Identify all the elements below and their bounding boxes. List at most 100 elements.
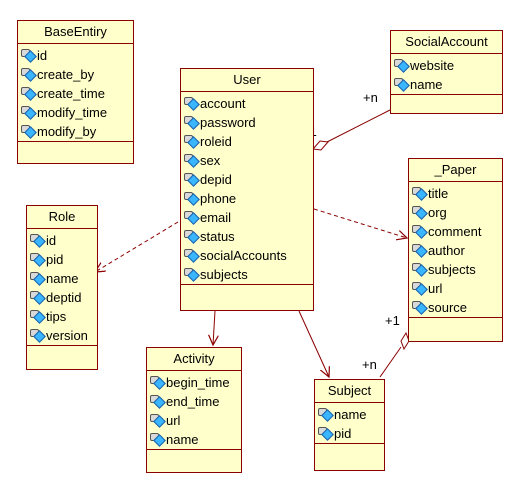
- attribute: subjects: [411, 260, 502, 279]
- attribute: pid: [317, 424, 384, 443]
- association-user-activity: [213, 310, 215, 345]
- attribute-list: name pid: [315, 403, 384, 444]
- dependency-user-role: [95, 221, 179, 272]
- private-attribute-icon: [20, 49, 37, 63]
- attribute: roleid: [183, 132, 313, 151]
- attribute: comment: [411, 222, 502, 241]
- attribute: author: [411, 241, 502, 260]
- class-activity[interactable]: Activity begin_time end_time url name: [146, 347, 242, 473]
- private-attribute-icon: [20, 68, 37, 82]
- private-attribute-icon: [183, 116, 200, 130]
- attribute-label: id: [46, 233, 57, 248]
- attribute: name: [149, 430, 241, 449]
- private-attribute-icon: [183, 230, 200, 244]
- attribute-label: subjects: [200, 267, 248, 282]
- class-title: User: [181, 69, 313, 92]
- private-attribute-icon: [411, 187, 428, 201]
- attribute-list: account password roleid sex depid phone …: [181, 92, 313, 285]
- private-attribute-icon: [20, 125, 37, 139]
- class-title: _Paper: [409, 159, 502, 182]
- attribute-label: tips: [46, 309, 67, 324]
- private-attribute-icon: [183, 173, 200, 187]
- attribute-label: org: [428, 205, 447, 220]
- private-attribute-icon: [183, 135, 200, 149]
- aggregation-user-social: [324, 109, 391, 144]
- attribute: tips: [29, 307, 97, 326]
- attribute-label: end_time: [166, 394, 220, 409]
- attribute: account: [183, 94, 313, 113]
- private-attribute-icon: [149, 376, 166, 390]
- attribute: create_time: [20, 84, 133, 103]
- private-attribute-icon: [149, 395, 166, 409]
- dependency-user-paper: [313, 208, 407, 238]
- multiplicity-paper-subject-subject: +n: [362, 357, 377, 372]
- private-attribute-icon: [183, 192, 200, 206]
- attribute: name: [29, 269, 97, 288]
- attribute: title: [411, 184, 502, 203]
- attribute-label: website: [410, 58, 455, 73]
- multiplicity-paper-subject-paper: +1: [385, 313, 400, 328]
- private-attribute-icon: [29, 310, 46, 324]
- class-title: Subject: [315, 380, 384, 403]
- class-paper[interactable]: _Paper title org comment author subjects…: [408, 158, 503, 342]
- attribute-label: comment: [428, 224, 482, 239]
- association-user-subject: [298, 310, 329, 377]
- attribute-list: title org comment author subjects url so…: [409, 182, 502, 318]
- attribute-list: website name: [391, 54, 502, 95]
- private-attribute-icon: [183, 249, 200, 263]
- attribute-label: id: [37, 48, 48, 63]
- private-attribute-icon: [29, 234, 46, 248]
- attribute: create_by: [20, 65, 133, 84]
- attribute-label: begin_time: [166, 375, 230, 390]
- private-attribute-icon: [183, 211, 200, 225]
- private-attribute-icon: [29, 329, 46, 343]
- private-attribute-icon: [20, 87, 37, 101]
- class-base-entity[interactable]: BaseEntiry id create_by create_time modi…: [17, 20, 134, 164]
- attribute-label: url: [428, 281, 443, 296]
- private-attribute-icon: [411, 244, 428, 258]
- private-attribute-icon: [149, 433, 166, 447]
- private-attribute-icon: [149, 414, 166, 428]
- private-attribute-icon: [411, 263, 428, 277]
- attribute-list: begin_time end_time url name: [147, 371, 241, 450]
- attribute-label: depid: [200, 172, 232, 187]
- class-title: Activity: [147, 348, 241, 371]
- attribute-label: modify_by: [37, 124, 97, 139]
- class-subject[interactable]: Subject name pid: [314, 379, 385, 471]
- private-attribute-icon: [183, 154, 200, 168]
- class-user[interactable]: User account password roleid sex depid p…: [180, 68, 314, 311]
- aggregation-paper-subject: [379, 346, 402, 378]
- attribute: version: [29, 326, 97, 345]
- class-title: BaseEntiry: [18, 21, 133, 44]
- class-role[interactable]: Role id pid name deptid tips version: [26, 205, 98, 370]
- attribute-label: phone: [200, 191, 237, 206]
- attribute-label: pid: [46, 252, 64, 267]
- attribute-label: subjects: [428, 262, 476, 277]
- class-social-account[interactable]: SocialAccount website name: [390, 30, 503, 114]
- attribute: url: [149, 411, 241, 430]
- private-attribute-icon: [393, 78, 410, 92]
- private-attribute-icon: [317, 427, 334, 441]
- private-attribute-icon: [20, 106, 37, 120]
- attribute-label: pid: [334, 426, 352, 441]
- attribute: website: [393, 56, 502, 75]
- attribute: id: [20, 46, 133, 65]
- attribute-label: author: [428, 243, 465, 258]
- private-attribute-icon: [393, 59, 410, 73]
- attribute-label: roleid: [200, 134, 232, 149]
- attribute: name: [393, 75, 502, 94]
- attribute: deptid: [29, 288, 97, 307]
- attribute-label: account: [200, 96, 246, 111]
- attribute-label: version: [46, 328, 88, 343]
- attribute: pid: [29, 250, 97, 269]
- attribute-label: name: [166, 432, 199, 447]
- attribute: password: [183, 113, 313, 132]
- attribute: modify_time: [20, 103, 133, 122]
- attribute-label: title: [428, 186, 449, 201]
- attribute-label: name: [334, 407, 367, 422]
- attribute-label: url: [166, 413, 181, 428]
- private-attribute-icon: [411, 225, 428, 239]
- private-attribute-icon: [29, 272, 46, 286]
- attribute-label: name: [410, 77, 443, 92]
